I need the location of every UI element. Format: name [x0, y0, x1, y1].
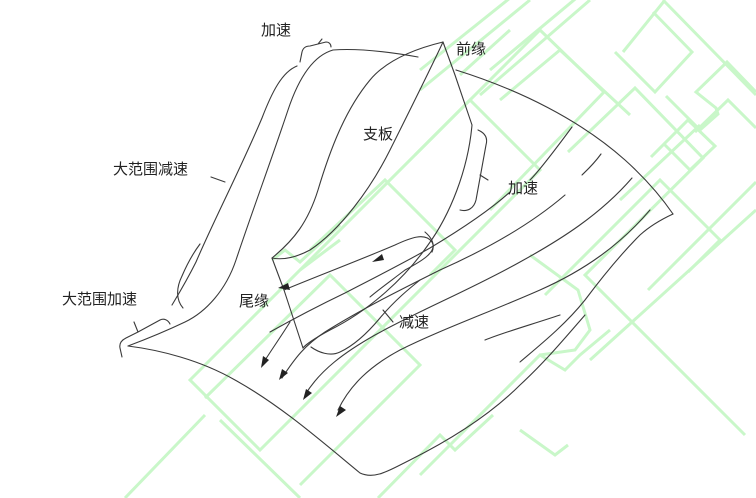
arrowhead-icon — [372, 254, 384, 262]
streamline-2 — [269, 191, 511, 333]
label-accel-right: 加速 — [508, 179, 539, 197]
bracket-accel-top — [299, 38, 332, 63]
lower-arc — [127, 314, 586, 476]
streamline-3 — [281, 194, 566, 379]
second-suction-curve — [127, 49, 334, 347]
streamline-1 — [529, 126, 573, 181]
label-wide-decel: 大范围减速 — [113, 160, 189, 178]
lower-left-hump — [177, 243, 201, 309]
label-strut: 支板 — [363, 125, 394, 143]
arrowhead-icon — [303, 389, 312, 400]
strut-right-side — [271, 41, 444, 260]
flow-arrowheads — [261, 254, 384, 417]
streamline-5 — [337, 209, 651, 411]
label-leading-edge: 前缘 — [456, 40, 487, 58]
streamline-4 — [304, 177, 633, 396]
watermark-pattern — [123, 0, 756, 498]
bracket-wide-accel — [119, 318, 171, 358]
recirculation-loop — [283, 236, 434, 298]
label-wide-accel: 大范围加速 — [62, 290, 138, 308]
right-end-cap — [519, 213, 674, 363]
label-decel: 减速 — [399, 313, 430, 331]
strut-diagram-lines — [119, 38, 674, 476]
trailing-wake-curve — [310, 279, 421, 355]
bracket-accel-right — [459, 129, 489, 212]
top-cap — [332, 48, 419, 58]
leading-edge-pressure-side — [442, 41, 473, 126]
label-trailing-edge: 尾缘 — [239, 292, 270, 310]
outer-suction-curve — [171, 65, 298, 306]
bracket-wide-decel — [210, 176, 226, 183]
bracket-decel — [382, 231, 434, 323]
arrowhead-icon — [279, 369, 288, 380]
upper-arc — [455, 69, 674, 215]
label-accel-top: 加速 — [261, 21, 292, 39]
arrowhead-icon — [261, 356, 269, 368]
streamline-6 — [484, 314, 561, 341]
arrowhead-icon — [278, 283, 290, 290]
streamline-1b — [581, 153, 602, 176]
arrowhead-icon — [336, 406, 346, 417]
strut-left-side — [271, 41, 444, 259]
